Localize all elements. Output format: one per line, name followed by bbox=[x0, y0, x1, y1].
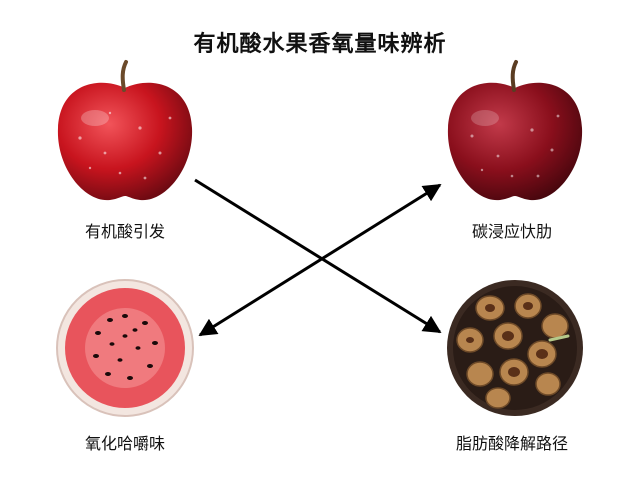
bottom-left-label: 氧化哈嚼味 bbox=[84, 434, 165, 453]
top-right-label: 碳浸应忕肋 bbox=[471, 222, 552, 241]
diagram-title: 有机酸水果香氧量味辨析 bbox=[193, 32, 447, 57]
dark-red-apple-image bbox=[447, 60, 583, 201]
bottom-right-label: 脂肪酸降解路径 bbox=[455, 434, 568, 453]
red-apple-image bbox=[57, 60, 193, 201]
top-left-label: 有机酸引发 bbox=[84, 222, 165, 241]
bowl-of-dried-nuts-image bbox=[447, 280, 583, 416]
arrow-bottom-left-to-top-right bbox=[198, 183, 442, 337]
guava-cross-section-image bbox=[56, 279, 194, 417]
arrow-top-left-to-bottom-right bbox=[194, 178, 442, 334]
